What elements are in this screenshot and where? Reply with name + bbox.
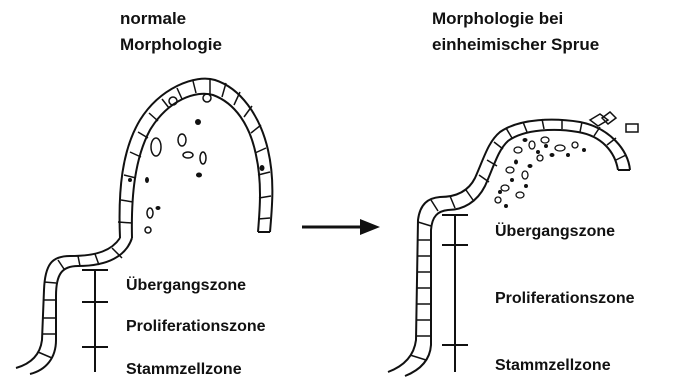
sprue-flat-epithelium <box>388 120 630 376</box>
right-zone-transition: Übergangszone <box>495 221 615 240</box>
sprue-zone-scale <box>442 215 468 372</box>
right-title-line1: Morphologie bei <box>432 9 563 28</box>
sprue-morphology-figure: Morphologie bei einheimischer Sprue <box>388 9 638 376</box>
right-title-line2: einheimischer Sprue <box>432 35 599 54</box>
left-zone-stem-cell: Stammzellzone <box>126 361 242 378</box>
sprue-infiltrate-cells <box>495 137 578 203</box>
left-zone-proliferation: Proliferationszone <box>126 318 266 335</box>
transition-arrow <box>302 219 380 235</box>
right-zone-proliferation: Proliferationszone <box>495 290 635 307</box>
left-title-line1: normale <box>120 9 186 28</box>
right-zone-stem-cell: Stammzellzone <box>495 357 611 374</box>
sprue-detached-fragments <box>590 112 638 132</box>
normal-villus-cell-borders <box>38 79 271 358</box>
normal-zone-scale <box>82 270 108 372</box>
left-title-line2: Morphologie <box>120 35 222 54</box>
normal-lamina-propria-cells <box>145 94 211 233</box>
normal-morphology-figure: normale Morphologie <box>16 9 272 378</box>
left-zone-transition: Übergangszone <box>126 275 246 294</box>
